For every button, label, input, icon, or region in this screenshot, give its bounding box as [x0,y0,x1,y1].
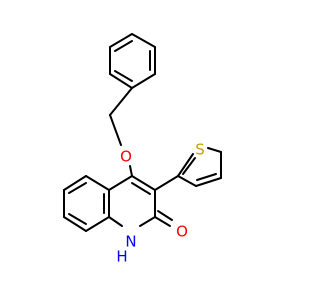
bond [108,175,133,191]
bond [177,153,194,177]
thiophene-ring [177,147,222,187]
atom-oxygen-carbonyl: O [176,223,188,241]
bond [195,177,222,187]
c3-thiophene-bond [154,175,179,191]
bond [177,175,197,187]
quinoline-pyridone-ring [108,175,156,227]
carbonyl-bond-second [157,210,173,221]
double-bond-inner [114,40,133,52]
bond [131,73,156,89]
bond [63,216,87,232]
bond [109,33,133,48]
atom-nitrogen: N H [116,233,136,266]
carbonyl-oxygen-label: O [176,223,188,241]
nitrogen-label: N [125,233,136,251]
bond [108,216,123,227]
molecule-diagram: O S N H O [63,33,222,266]
oxygen-label: O [120,148,132,166]
bond [109,73,133,89]
ch2-oxygen-bond [109,114,122,146]
double-bond-inner [131,182,151,195]
nitrogen-hydrogen-label: H [116,248,127,266]
bond [139,216,156,227]
double-bond-inner [68,213,87,225]
atom-sulfur: S [195,141,205,159]
benzyl-ch2-bond [109,87,133,116]
bond [131,33,156,48]
double-bond-inner [196,173,217,181]
oxygen-c4-bond [129,165,133,177]
bond [63,175,87,191]
bond [85,175,110,191]
benzyl-ring [109,33,156,89]
atom-oxygen-ether: O [120,148,132,166]
carbonyl-bond [154,216,171,227]
double-bond-inner [68,182,87,194]
sulfur-label: S [195,141,205,159]
double-bond-inner [114,70,133,82]
bond [207,147,222,153]
quinoline-benzo-ring [63,175,110,232]
double-bond-inner [182,157,196,175]
bond [131,175,156,191]
bond [85,216,110,232]
